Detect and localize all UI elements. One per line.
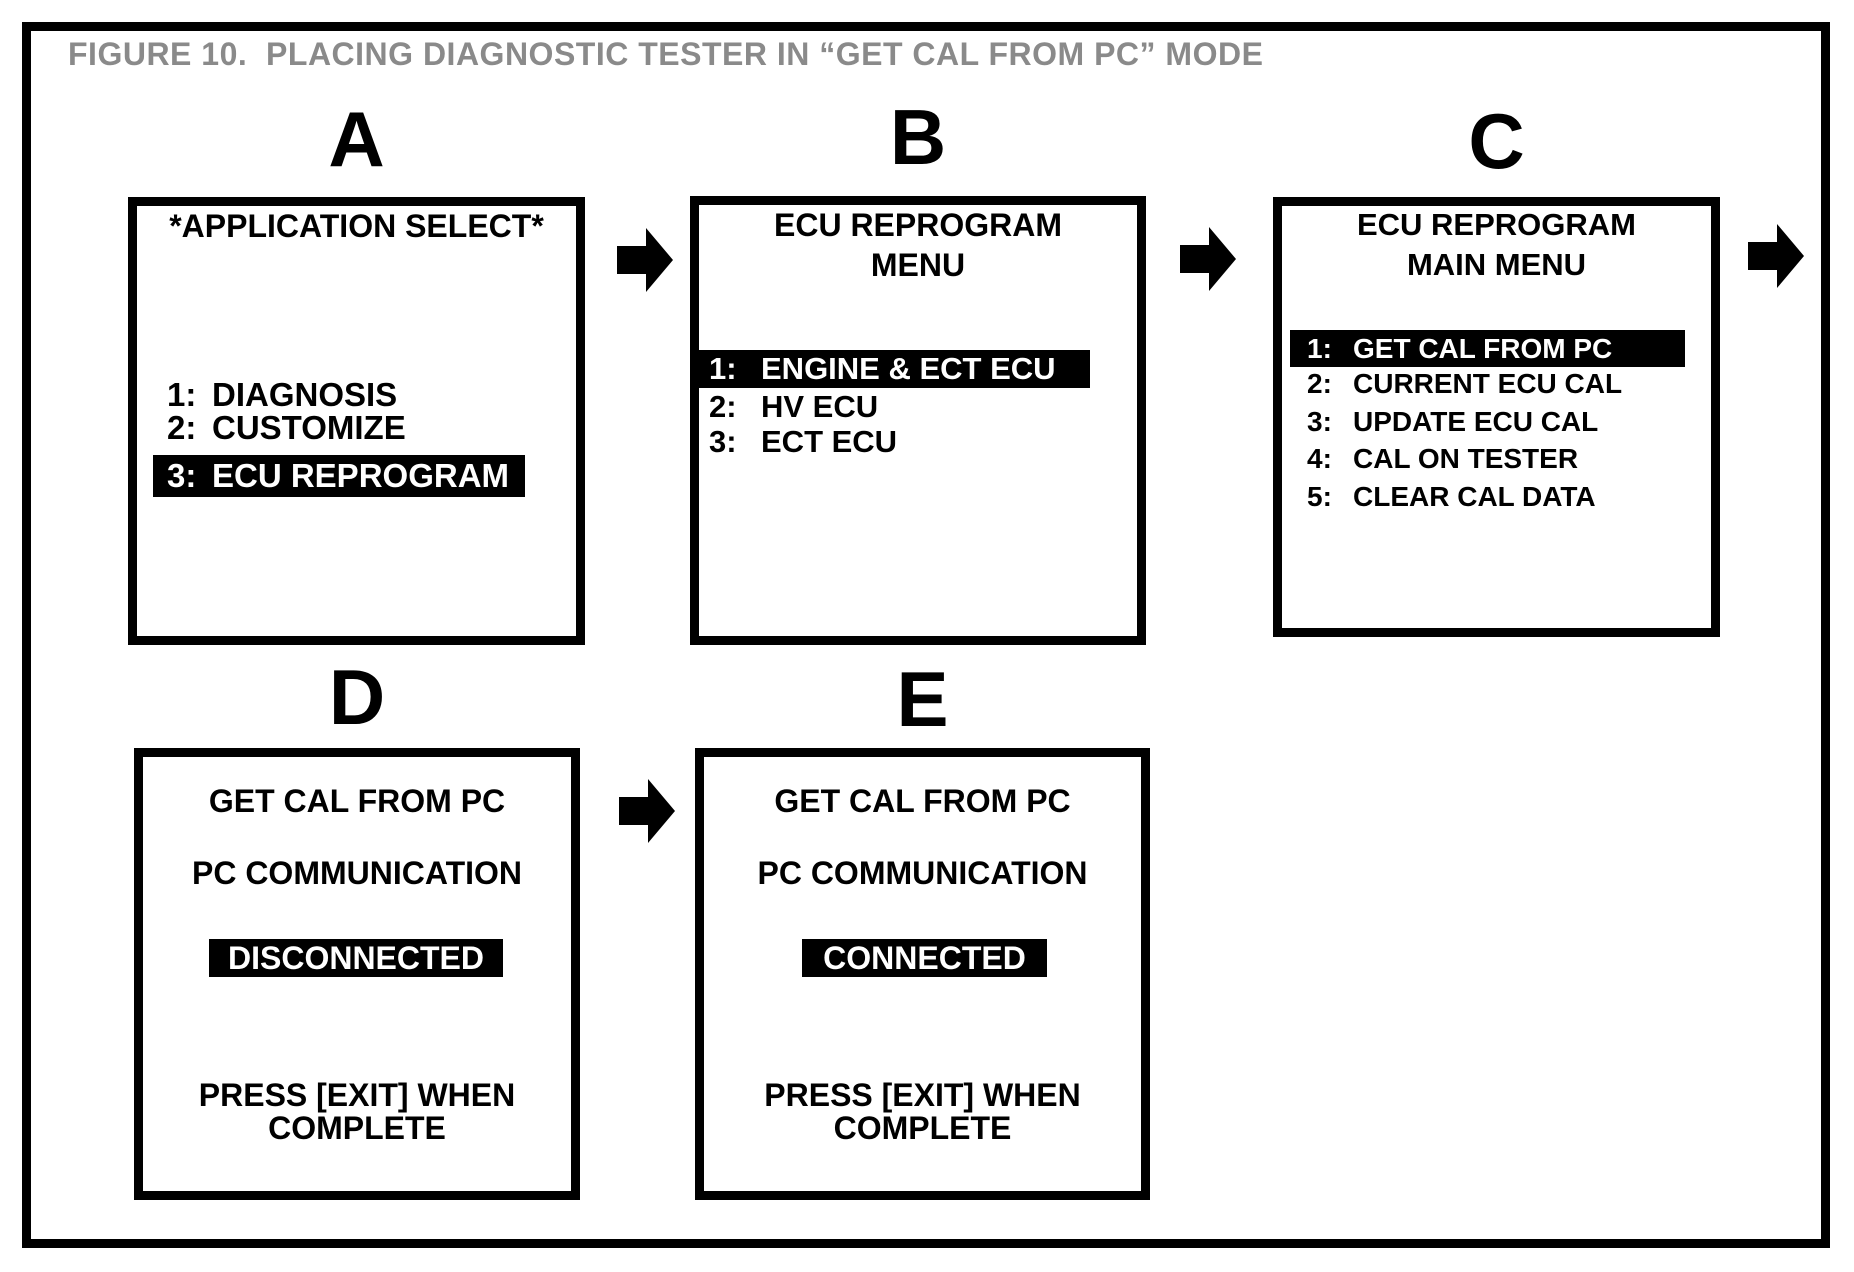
menu-item-number: 3: bbox=[167, 457, 197, 494]
screen-d-title: GET CAL FROM PC bbox=[208, 783, 506, 819]
menu-item-label: CLEAR CAL DATA bbox=[1353, 481, 1596, 512]
menu-item-label: CAL ON TESTER bbox=[1353, 443, 1579, 474]
menu-item-label: UPDATE ECU CAL bbox=[1353, 406, 1599, 437]
status-badge: CONNECTED bbox=[802, 939, 1047, 977]
screen-d-footer-line2: COMPLETE bbox=[268, 1110, 446, 1146]
screen-d-footer-line1: PRESS [EXIT] WHEN bbox=[198, 1077, 516, 1113]
menu-item-number: 5: bbox=[1307, 481, 1332, 512]
menu-item-number: 2: bbox=[709, 389, 737, 424]
screen-c-label: C bbox=[1468, 97, 1525, 185]
menu-item: 3: ECT ECU bbox=[709, 426, 897, 457]
menu-item-label: ENGINE & ECT ECU bbox=[761, 351, 1056, 386]
figure-border bbox=[22, 22, 1830, 1248]
screen-a-label: A bbox=[328, 95, 385, 183]
menu-item-label: GET CAL FROM PC bbox=[1353, 332, 1613, 364]
screen-c-ecu-reprogram-main-menu: ECU REPROGRAM MAIN MENU 1: GET CAL FROM P… bbox=[1273, 197, 1720, 637]
screen-d-label: D bbox=[328, 653, 386, 741]
screen-c-title-line2: MAIN MENU bbox=[1406, 247, 1587, 282]
arrow-right-icon bbox=[619, 779, 675, 843]
screen-e-footer-line1: PRESS [EXIT] WHEN bbox=[764, 1077, 1081, 1113]
screen-d-pc-communication-disconnected: GET CAL FROM PC PC COMMUNICATION DISCONN… bbox=[134, 748, 580, 1200]
arrow-right-icon bbox=[1748, 224, 1804, 288]
menu-item: 2: HV ECU bbox=[709, 391, 878, 422]
menu-item-number: 2: bbox=[167, 409, 197, 446]
menu-item-highlighted: 1: GET CAL FROM PC bbox=[1290, 330, 1685, 367]
screen-e-title: GET CAL FROM PC bbox=[774, 783, 1071, 819]
menu-item-label: CUSTOMIZE bbox=[212, 409, 406, 446]
menu-item: 2: CURRENT ECU CAL bbox=[1307, 370, 1622, 398]
menu-item-label: HV ECU bbox=[761, 389, 879, 424]
menu-item-number: 2: bbox=[1307, 368, 1332, 399]
arrow-right-icon bbox=[617, 228, 673, 292]
arrow-right-icon bbox=[1180, 227, 1236, 291]
menu-item-highlighted: 3: ECU REPROGRAM bbox=[153, 455, 525, 497]
screen-c-title-line1: ECU REPROGRAM bbox=[1356, 207, 1636, 242]
menu-item: 3: UPDATE ECU CAL bbox=[1307, 408, 1598, 436]
screen-a-title: *APPLICATION SELECT* bbox=[169, 208, 544, 244]
menu-item-label: CURRENT ECU CAL bbox=[1353, 368, 1623, 399]
menu-item-label: DIAGNOSIS bbox=[212, 376, 398, 413]
menu-item-highlighted: 1: ENGINE & ECT ECU bbox=[699, 350, 1090, 388]
screen-b-title-line2: MENU bbox=[870, 247, 966, 283]
status-badge: DISCONNECTED bbox=[209, 939, 503, 977]
screen-e-pc-communication-connected: GET CAL FROM PC PC COMMUNICATION CONNECT… bbox=[695, 748, 1150, 1200]
menu-item-number: 4: bbox=[1307, 443, 1332, 474]
menu-item: 4: CAL ON TESTER bbox=[1307, 445, 1578, 473]
menu-item: 1: DIAGNOSIS bbox=[167, 378, 397, 411]
menu-item-number: 1: bbox=[1307, 332, 1332, 364]
menu-item-number: 1: bbox=[167, 376, 197, 413]
menu-item: 5: CLEAR CAL DATA bbox=[1307, 483, 1596, 511]
menu-item-label: ECU REPROGRAM bbox=[212, 457, 510, 494]
figure-title: FIGURE 10. PLACING DIAGNOSTIC TESTER IN … bbox=[68, 36, 1264, 72]
screen-e-footer-line2: COMPLETE bbox=[833, 1110, 1012, 1146]
screen-b-ecu-reprogram-menu: ECU REPROGRAM MENU 1: ENGINE & ECT ECU 2:… bbox=[690, 196, 1146, 645]
screen-d-subtitle: PC COMMUNICATION bbox=[191, 855, 523, 891]
screen-a-application-select: *APPLICATION SELECT* 1: DIAGNOSIS 2: CUSTO… bbox=[128, 197, 585, 645]
menu-item-number: 3: bbox=[1307, 406, 1332, 437]
menu-item-label: ECT ECU bbox=[761, 424, 898, 459]
menu-item: 2: CUSTOMIZE bbox=[167, 411, 406, 444]
screen-e-subtitle: PC COMMUNICATION bbox=[757, 855, 1088, 891]
screen-e-label: E bbox=[896, 655, 949, 743]
menu-item-number: 3: bbox=[709, 424, 737, 459]
screen-b-title-line1: ECU REPROGRAM bbox=[773, 207, 1062, 243]
screen-b-label: B bbox=[889, 93, 947, 181]
menu-item-number: 1: bbox=[709, 351, 737, 386]
